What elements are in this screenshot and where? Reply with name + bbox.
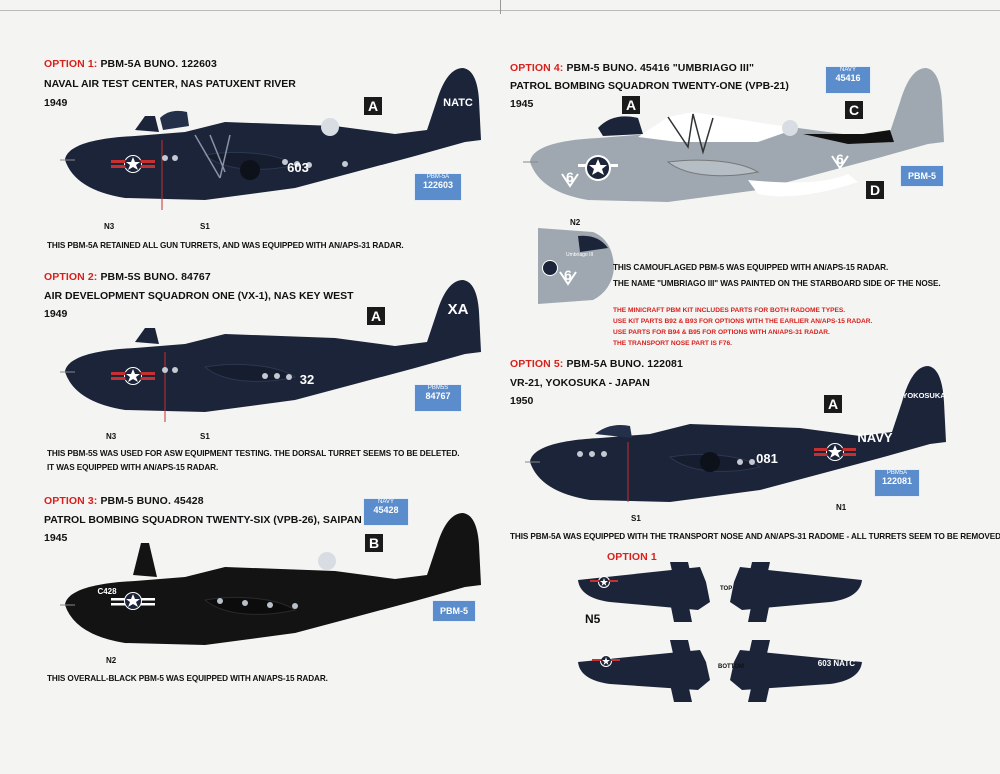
option4-navy-placard: NAVY 45416 xyxy=(825,66,871,94)
option2-caption-line1: THIS PBM-5S WAS USED FOR ASW EQUIPMENT T… xyxy=(47,449,460,458)
option3-caption: THIS OVERALL-BLACK PBM-5 WAS EQUIPPED WI… xyxy=(47,674,328,683)
option5-title: OPTION 5: PBM-5A BUNO. 122081 xyxy=(510,358,683,370)
wings-title: OPTION 1 xyxy=(607,551,657,563)
wings-bottom-label: BOTTOM xyxy=(718,664,744,670)
option1-year: 1949 xyxy=(44,97,68,109)
option4-callout-n2: N2 xyxy=(570,218,581,227)
svg-text:6: 6 xyxy=(564,267,572,283)
wings-callout-n5: N5 xyxy=(585,612,601,626)
option4-unit: PATROL BOMBING SQUADRON TWENTY-ONE (VPB-… xyxy=(510,80,789,92)
option1-callout-n3: N3 xyxy=(104,222,115,231)
option2-decal-letter: A xyxy=(367,307,385,325)
option3-navy-placard: NAVY 45428 xyxy=(363,498,409,526)
option5-tail-code: YOKOSUKA xyxy=(902,391,946,400)
option1-tail-code: NATC xyxy=(443,97,473,109)
option5-callout-n1: N1 xyxy=(836,503,847,512)
option1-caption: THIS PBM-5A RETAINED ALL GUN TURRETS, AN… xyxy=(47,241,404,250)
option3-aircraft: C428 xyxy=(60,513,481,645)
option1-side-number: 603 xyxy=(287,160,309,175)
option2-tail-code: XA xyxy=(448,301,469,318)
radome-note-1: THE MINICRAFT PBM KIT INCLUDES PARTS FOR… xyxy=(613,307,846,314)
option4-decal-letter-c: C xyxy=(845,101,863,119)
option2-callout-s1: S1 xyxy=(200,432,210,441)
option3-year: 1945 xyxy=(44,532,68,544)
option4-nose-detail: Umbriago III 6 xyxy=(538,228,618,306)
option1-unit: NAVAL AIR TEST CENTER, NAS PATUXENT RIVE… xyxy=(44,78,296,90)
radome-note-2: USE KIT PARTS B92 & B93 FOR OPTIONS WITH… xyxy=(613,318,873,325)
wings-code: 603 NATC xyxy=(818,659,855,668)
option2-aircraft: XA 32 xyxy=(60,280,481,422)
option2-year: 1949 xyxy=(44,308,68,320)
wings-top-label: TOP xyxy=(720,586,733,592)
option2-callout-n3: N3 xyxy=(106,432,117,441)
option1-title: OPTION 1: PBM-5A BUNO. 122603 xyxy=(44,58,217,70)
svg-text:6: 6 xyxy=(836,151,844,167)
option1-buno-placard: PBM-5A 122603 xyxy=(414,173,462,201)
option4-caption-line2: THE NAME "UMBRIAGO III" WAS PAINTED ON T… xyxy=(613,279,941,288)
option5-callout-s1: S1 xyxy=(631,514,641,523)
radome-note-3: USE PARTS FOR B94 & B95 FOR OPTIONS WITH… xyxy=(613,329,830,336)
option3-unit: PATROL BOMBING SQUADRON TWENTY-SIX (VPB-… xyxy=(44,514,362,526)
option2-side-number: 32 xyxy=(300,372,314,387)
option4-title: OPTION 4: PBM-5 BUNO. 45416 "UMBRIAGO II… xyxy=(510,62,755,74)
option2-unit: AIR DEVELOPMENT SQUADRON ONE (VX-1), NAS… xyxy=(44,290,354,302)
option1-decal-letter: A xyxy=(364,97,382,115)
option4-pbm-label: PBM-5 xyxy=(900,165,944,187)
option5-unit: VR-21, YOKOSUKA - JAPAN xyxy=(510,377,650,389)
option3-pbm-label: PBM-5 xyxy=(432,600,476,622)
option2-caption-line2: IT WAS EQUIPPED WITH AN/APS-15 RADAR. xyxy=(47,463,219,472)
option4-aircraft: 6 6 xyxy=(523,68,944,202)
option2-buno-placard: PBM5S 84767 xyxy=(414,384,462,412)
option5-navy-text: NAVY xyxy=(857,430,892,445)
radome-note-4: THE TRANSPORT NOSE PART IS F76. xyxy=(613,340,732,347)
option4-year: 1945 xyxy=(510,98,534,110)
option4-decal-letter-a: A xyxy=(622,96,640,114)
option3-nose-code: C428 xyxy=(97,587,117,596)
option4-decal-letter-d: D xyxy=(866,181,884,199)
option5-year: 1950 xyxy=(510,395,534,407)
option5-aircraft: YOKOSUKA NAVY 081 xyxy=(525,366,946,502)
wings-diagram: 603 NATC xyxy=(578,562,862,702)
svg-text:Umbriago III: Umbriago III xyxy=(566,252,593,258)
option5-side-number: 081 xyxy=(756,451,778,466)
option4-caption-line1: THIS CAMOUFLAGED PBM-5 WAS EQUIPPED WITH… xyxy=(613,263,889,272)
option1-callout-s1: S1 xyxy=(200,222,210,231)
option2-title: OPTION 2: PBM-5S BUNO. 84767 xyxy=(44,271,211,283)
option3-callout-n2: N2 xyxy=(106,656,117,665)
svg-text:6: 6 xyxy=(566,169,574,185)
option3-decal-letter: B xyxy=(365,534,383,552)
option5-buno-placard: PBM5A 122081 xyxy=(874,469,920,497)
option1-aircraft: NATC 603 xyxy=(60,68,481,210)
option5-decal-letter: A xyxy=(824,395,842,413)
option3-title: OPTION 3: PBM-5 BUNO. 45428 xyxy=(44,495,204,507)
center-tick xyxy=(500,0,501,14)
option5-caption: THIS PBM-5A WAS EQUIPPED WITH THE TRANSP… xyxy=(510,532,1000,541)
